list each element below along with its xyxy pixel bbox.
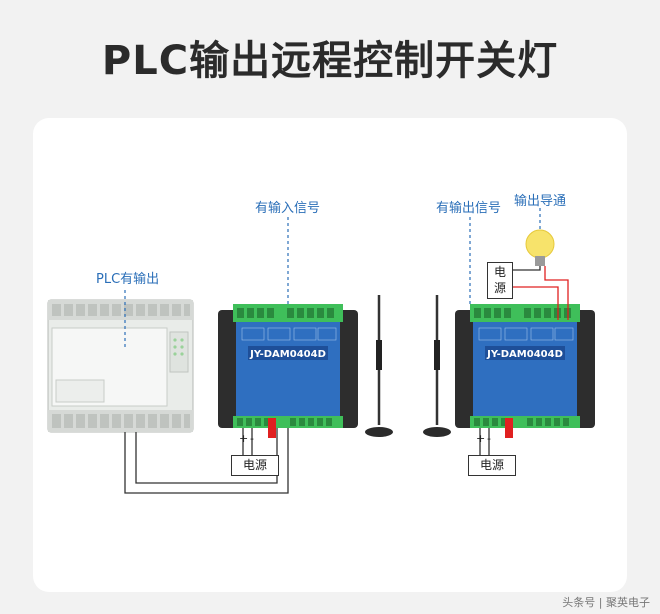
plc-unit <box>47 299 194 433</box>
svg-text:+: + <box>239 432 248 445</box>
light-bulb-icon <box>525 229 555 266</box>
plc-output-label: PLC有输出 <box>96 272 160 287</box>
left-device-model: JY-DAM0404D <box>249 349 326 360</box>
input-signal-label: 有输入信号 <box>255 201 321 216</box>
left-power-supply: 电源 <box>231 455 279 476</box>
left-antenna <box>365 295 393 437</box>
footer-credit: 头条号 | 聚英电子 <box>562 596 650 609</box>
left-relay-device: JY-DAM0404D <box>218 304 358 438</box>
right-relay-device: JY-DAM0404D <box>455 304 595 438</box>
polarity-marks: +- +- <box>239 432 491 445</box>
right-power-supply: 电源 <box>468 455 516 476</box>
svg-text:+: + <box>476 432 485 445</box>
svg-text:-: - <box>250 432 254 445</box>
output-signal-label: 有输出信号 <box>436 201 502 216</box>
svg-text:-: - <box>487 432 491 445</box>
lamp-power-top: 电 <box>493 265 506 279</box>
lamp-power-bottom: 源 <box>493 281 506 295</box>
pointer-lines <box>124 208 541 350</box>
output-conduct-label: 输出导通 <box>514 194 567 209</box>
right-device-model: JY-DAM0404D <box>486 349 563 360</box>
lamp-power-supply: 电 源 <box>487 262 513 299</box>
right-antenna <box>423 295 451 437</box>
page-title: PLC输出远程控制开关灯 <box>101 38 559 84</box>
